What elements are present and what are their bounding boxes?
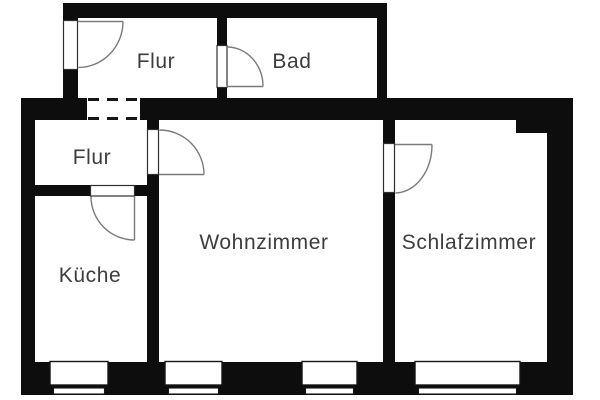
wall-flur-kueche-right	[135, 185, 159, 196]
door-entry-panel	[62, 19, 79, 71]
wall-main-left	[21, 98, 35, 395]
wall-flur-kueche-left	[35, 185, 90, 196]
wall-annex-top	[63, 3, 387, 18]
door-wohnzimmer-panel	[146, 128, 160, 176]
door-schlafzimmer-panel	[382, 142, 396, 194]
door-wohnzimmer-swing-arc	[159, 129, 205, 175]
wall-annex-left-upper	[63, 3, 78, 20]
wall-wohn-schlaf-lower	[383, 193, 395, 362]
room-label-flur-lower: Flur	[72, 146, 112, 169]
door-kueche-panel	[89, 184, 136, 197]
wall-main-right	[547, 98, 573, 395]
wall-main-top-right	[140, 98, 573, 120]
room-label-kueche: Küche	[58, 264, 122, 287]
wall-flur-bad-divider-upper	[217, 17, 227, 45]
door-kueche-swing-arc	[90, 196, 135, 241]
door-entry-swing-arc	[78, 21, 124, 69]
wall-annex-right	[377, 3, 387, 120]
door-wohnzimmer	[146, 128, 205, 176]
door-kueche	[89, 184, 136, 241]
door-bad-swing-arc	[226, 46, 264, 87]
room-label-schlafzimmer: Schlafzimmer	[401, 231, 537, 254]
wall-kueche-wohnzimmer	[147, 175, 159, 362]
wall-main-top-left	[21, 98, 87, 120]
door-bad	[216, 44, 264, 89]
wall-corner-notch	[516, 120, 547, 133]
wall-flur-wohnzimmer-upper	[147, 120, 159, 129]
open-passage-flur	[88, 98, 139, 120]
door-entry	[62, 19, 124, 71]
wall-main-bottom	[21, 362, 573, 395]
door-schlafzimmer	[382, 142, 433, 194]
wall-wohn-schlaf-upper	[383, 120, 395, 143]
room-label-wohnzimmer: Wohnzimmer	[199, 231, 329, 254]
door-schlafzimmer-swing-arc	[395, 144, 433, 194]
door-bad-panel	[216, 44, 228, 89]
room-label-flur-top: Flur	[136, 50, 176, 73]
room-label-bad: Bad	[272, 50, 312, 73]
